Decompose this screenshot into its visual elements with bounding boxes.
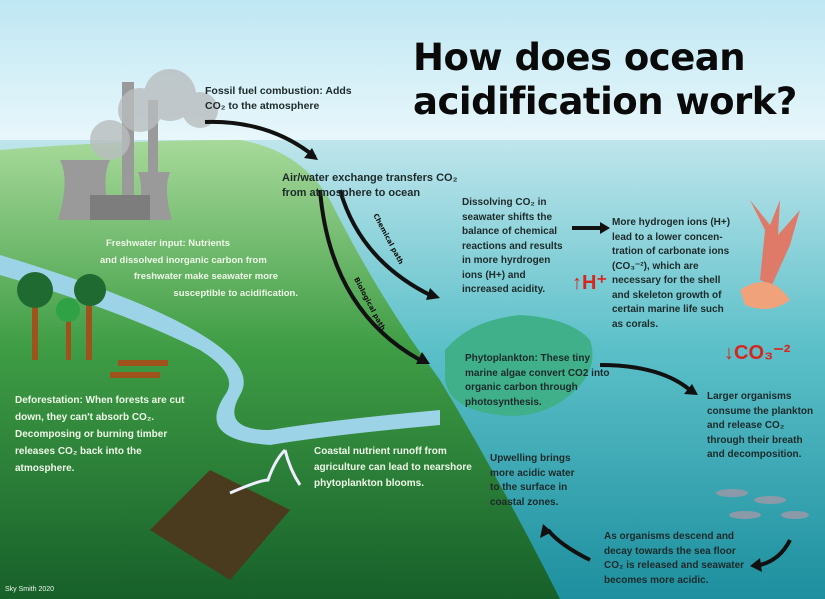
credit: Sky Smith 2020 [5, 586, 55, 593]
title-line: How does ocean [413, 36, 746, 79]
fish [716, 489, 809, 519]
river [0, 255, 440, 445]
phytoplankton-bloom [445, 315, 593, 416]
hydrogen-ions-label: More hydrogen ions (H+)lead to a lower c… [612, 217, 731, 330]
farm-field [150, 470, 290, 580]
arrows [204, 119, 792, 567]
smoke [90, 69, 218, 160]
title-line: acidification work? [413, 80, 797, 123]
land [0, 140, 560, 599]
h-plus-indicator: ↑H⁺ [572, 272, 607, 294]
trees [17, 272, 168, 378]
co3-indicator: ↓CO₃⁻² [724, 342, 791, 364]
coral [740, 200, 800, 309]
